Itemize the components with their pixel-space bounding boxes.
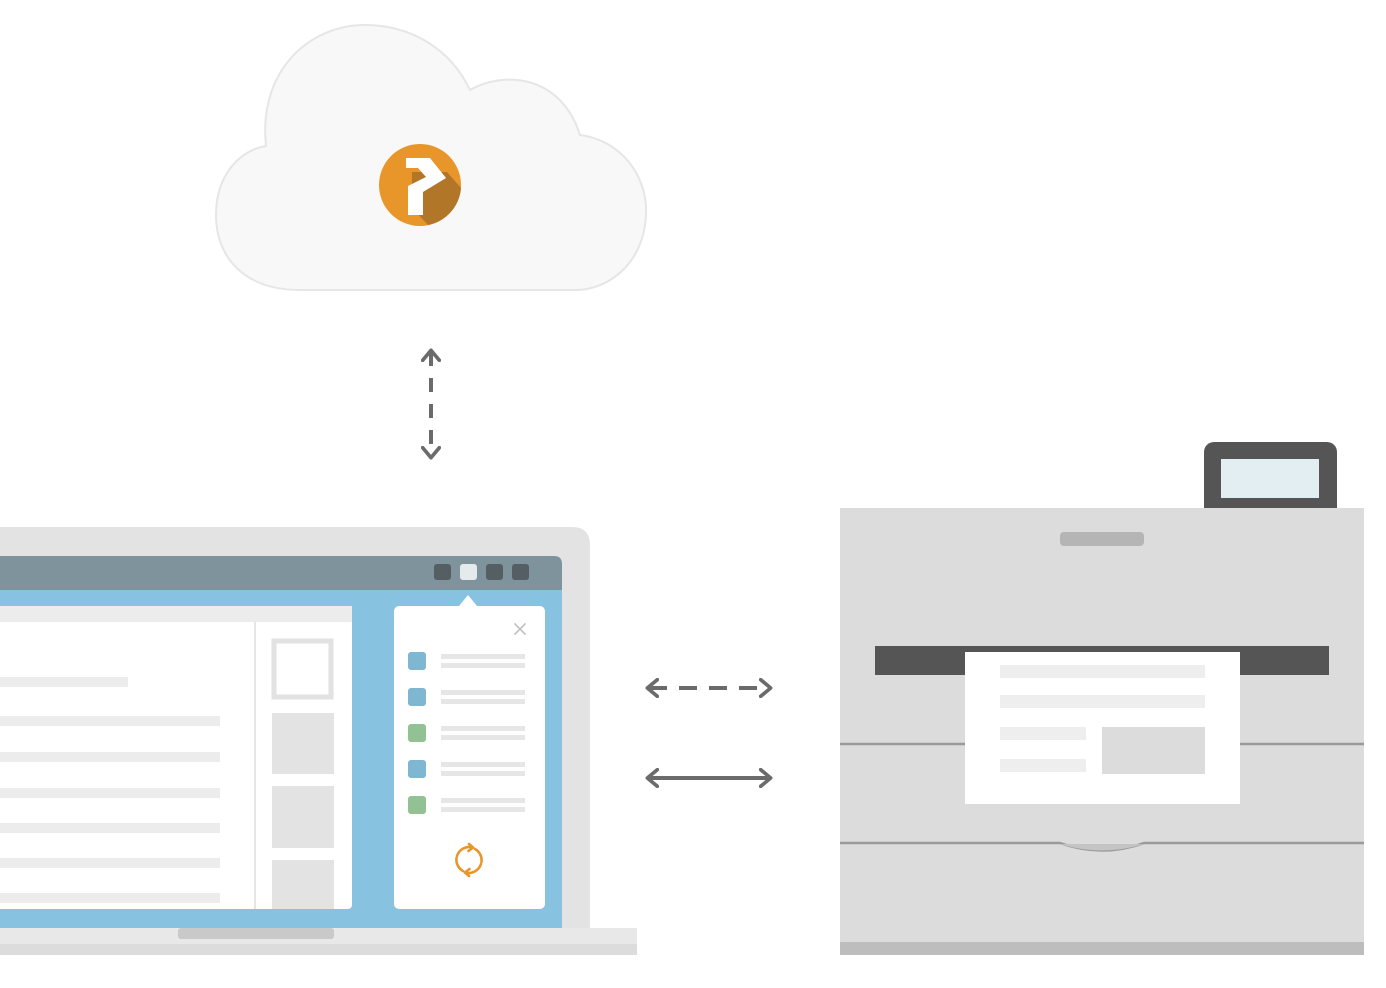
tray-icon-active <box>460 564 477 580</box>
document-window <box>0 606 352 909</box>
status-square-icon <box>408 796 426 814</box>
close-icon <box>514 623 526 635</box>
text-line <box>0 677 128 687</box>
tray-icon <box>512 564 529 580</box>
text-line <box>441 654 525 659</box>
text-line <box>441 726 525 731</box>
status-square-icon <box>408 724 426 742</box>
popup-list-item <box>408 652 525 670</box>
printer-display-screen <box>1221 459 1319 498</box>
text-line <box>1000 727 1086 740</box>
trackpad-notch <box>178 928 334 939</box>
text-line <box>441 798 525 803</box>
status-square-icon <box>408 760 426 778</box>
orange-p-logo <box>379 144 461 226</box>
status-square-icon <box>408 688 426 706</box>
text-line <box>0 788 220 798</box>
text-line <box>0 823 220 833</box>
refresh-icon <box>455 842 483 878</box>
popup-list-item <box>408 760 525 778</box>
window-title-bar <box>0 556 562 590</box>
text-line <box>0 716 220 726</box>
text-line <box>441 690 525 695</box>
text-line <box>1000 695 1205 708</box>
tray-popup-panel <box>394 595 545 909</box>
text-line <box>441 807 525 812</box>
thumbnail <box>272 713 334 774</box>
text-line <box>1000 759 1086 772</box>
printed-page <box>965 652 1240 804</box>
thumbnail-selected <box>271 638 334 700</box>
thumbnail <box>272 860 334 909</box>
cloud-service-icon <box>214 23 648 291</box>
popup-list-item <box>408 796 525 814</box>
image-block <box>1102 727 1205 774</box>
popup-list-item <box>408 688 525 706</box>
text-line <box>0 752 220 762</box>
tray-icon <box>486 564 503 580</box>
text-line <box>1000 665 1205 678</box>
text-line <box>0 893 220 903</box>
thumbnail <box>272 786 334 848</box>
laptop-icon <box>0 527 637 955</box>
popup-list <box>408 652 525 814</box>
text-line <box>441 771 525 776</box>
printer-icon <box>840 442 1364 955</box>
text-line <box>441 762 525 767</box>
text-line <box>441 735 525 740</box>
text-line <box>441 663 525 668</box>
text-line <box>0 858 220 868</box>
text-line <box>441 699 525 704</box>
status-square-icon <box>408 652 426 670</box>
printer-handle <box>1060 532 1144 546</box>
popup-list-item <box>408 724 525 742</box>
tray-icon <box>434 564 451 580</box>
